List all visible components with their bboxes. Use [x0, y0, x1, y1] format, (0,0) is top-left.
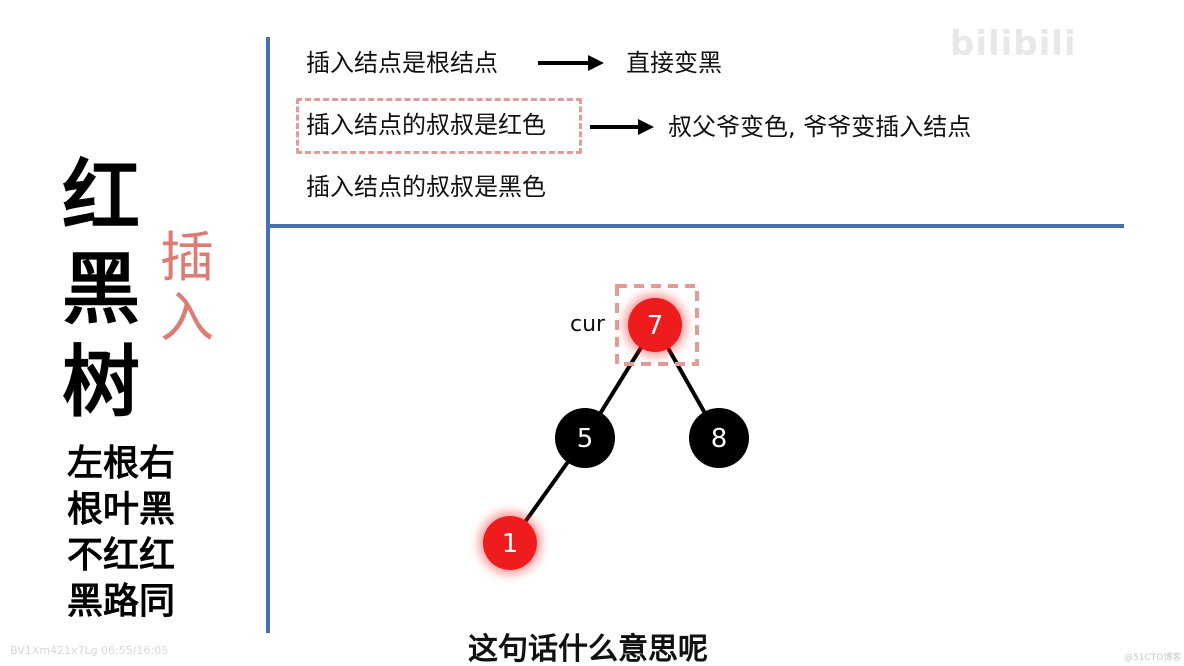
title-char-2: 黑 [62, 245, 141, 335]
node-1-label: 1 [502, 529, 519, 559]
node-7: 7 [624, 294, 686, 356]
highlight-box [296, 98, 582, 154]
node-8: 8 [689, 408, 749, 468]
title-char-1: 红 [62, 152, 141, 242]
rule-2-condition: 插入结点的叔叔是红色 [306, 111, 546, 139]
rule-3-condition: 插入结点的叔叔是黑色 [306, 173, 546, 201]
cur-label: cur [570, 312, 606, 337]
rule-1-arrow-icon [538, 55, 604, 71]
subtitle-caption: 这句话什么意思呢 [468, 632, 708, 666]
vertical-divider [266, 37, 270, 633]
node-1: 1 [479, 512, 541, 574]
cur-highlight-box [615, 284, 699, 366]
subtitle-char-1: 插 [160, 226, 214, 289]
node-8-label: 8 [711, 424, 728, 454]
node-5: 5 [555, 408, 615, 468]
node-7-label: 7 [647, 311, 664, 341]
horizontal-divider [268, 224, 1124, 228]
corner-watermark: @51CTO博客 [1124, 653, 1182, 663]
bilibili-watermark: bilibili [950, 24, 1077, 64]
mnemonic-line-1: 左根右 [67, 443, 176, 484]
rule-1-condition: 插入结点是根结点 [306, 49, 498, 77]
subtitle-char-2: 入 [160, 286, 214, 349]
rule-1-action: 直接变黑 [626, 49, 722, 77]
rule-2-action: 叔父爷变色, 爷爷变插入结点 [668, 113, 972, 141]
node-5-label: 5 [577, 424, 594, 454]
video-id-watermark: BV1Xm421x7Lg 06:55/16:05 [10, 644, 169, 657]
mnemonic-line-2: 根叶黑 [67, 489, 176, 530]
rule-2-arrow-icon [590, 119, 654, 135]
title-char-3: 树 [62, 338, 141, 428]
mnemonic-line-3: 不红红 [67, 535, 176, 576]
mnemonic-line-4: 黑路同 [67, 581, 176, 622]
